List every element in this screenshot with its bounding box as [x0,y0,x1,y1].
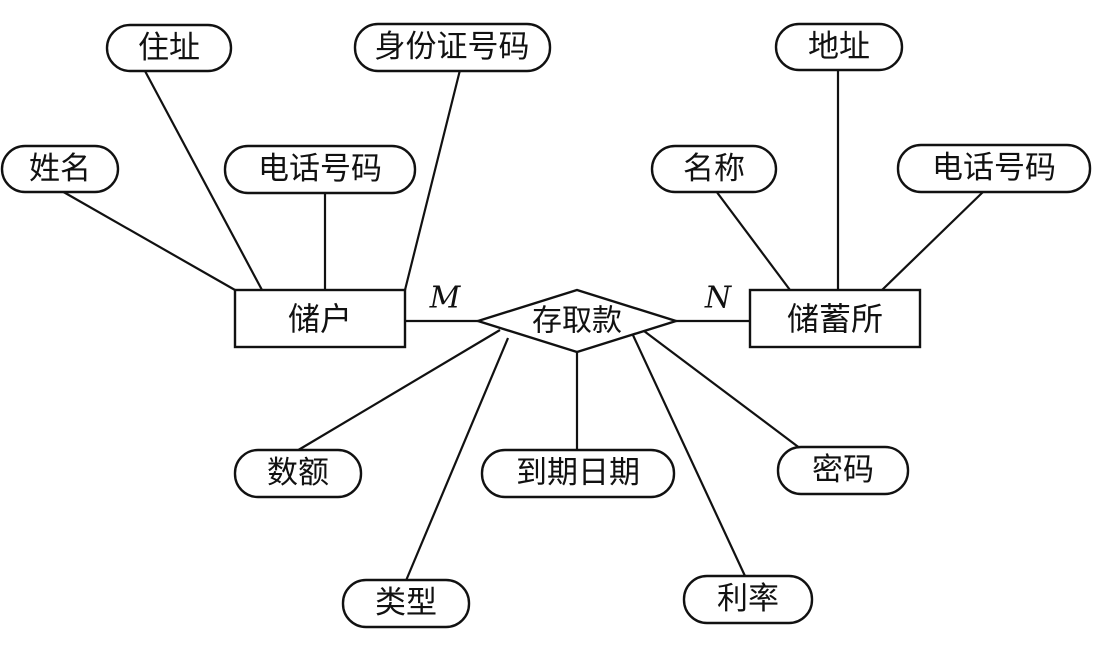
attr-depositor-address-label: 住址 [138,30,200,66]
attr-depositor-id-label: 身份证号码 [375,29,530,65]
attr-depositor-phone-label: 电话号码 [258,151,382,187]
relationship-label: 存取款 [532,304,622,339]
edge-rel-amount [294,329,501,453]
attr-depositor-address: 住址 [105,23,233,73]
edge-rel-interest [631,332,746,577]
attr-office-phone: 电话号码 [896,143,1092,194]
relationship-deposit-withdraw: 存取款 [473,288,681,354]
edges [59,69,985,584]
entity-depositor: 储户 [233,288,407,349]
attr-rel-interest-label: 利率 [717,581,779,617]
attr-rel-password: 密码 [776,445,910,496]
edge-rel-type [403,337,510,584]
attr-rel-amount: 数额 [233,448,363,499]
attr-office-address-label: 地址 [808,29,870,65]
attr-rel-amount-label: 数额 [267,455,329,491]
cardinality-m: M [429,281,462,316]
edge-depositor-name [59,189,236,291]
attr-office-name-label: 名称 [683,151,745,187]
attr-office-name: 名称 [650,144,778,194]
entity-depositor-label: 储户 [288,300,352,338]
edge-office-phone [881,190,985,291]
attr-depositor-name: 姓名 [0,144,120,194]
attr-office-phone-label: 电话号码 [932,150,1056,186]
entity-savings-office: 储蓄所 [748,288,922,349]
attr-rel-interest: 利率 [682,574,814,625]
attr-rel-password-label: 密码 [812,452,874,488]
cardinality-n: N [704,281,733,316]
entity-savings-office-label: 储蓄所 [787,300,883,338]
edge-depositor-id [403,69,462,291]
attr-depositor-phone: 电话号码 [223,144,417,195]
attr-rel-type: 类型 [341,578,471,629]
edge-depositor-address [144,70,263,291]
attr-depositor-id: 身份证号码 [353,22,552,73]
edge-office-name [715,190,791,291]
attr-office-address: 地址 [774,22,904,72]
attr-depositor-name-label: 姓名 [29,151,91,187]
edge-rel-password [639,327,806,453]
attr-rel-due-date-label: 到期日期 [516,455,640,491]
attr-rel-due-date: 到期日期 [480,448,676,499]
attr-rel-type-label: 类型 [375,585,437,621]
